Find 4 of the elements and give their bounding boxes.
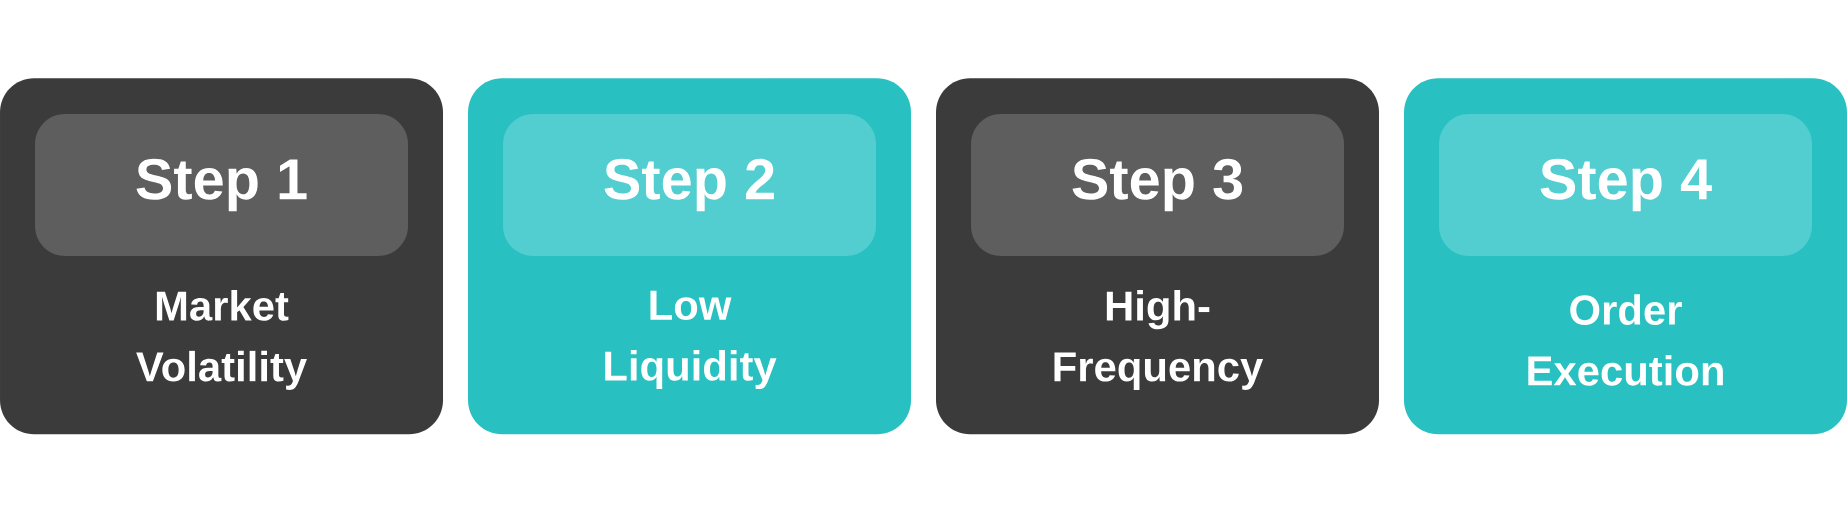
step-badge: Step 3 xyxy=(971,114,1344,256)
step-badge: Step 4 xyxy=(1439,114,1812,256)
step-badge: Step 2 xyxy=(503,114,876,256)
step-badge: Step 1 xyxy=(35,114,408,256)
